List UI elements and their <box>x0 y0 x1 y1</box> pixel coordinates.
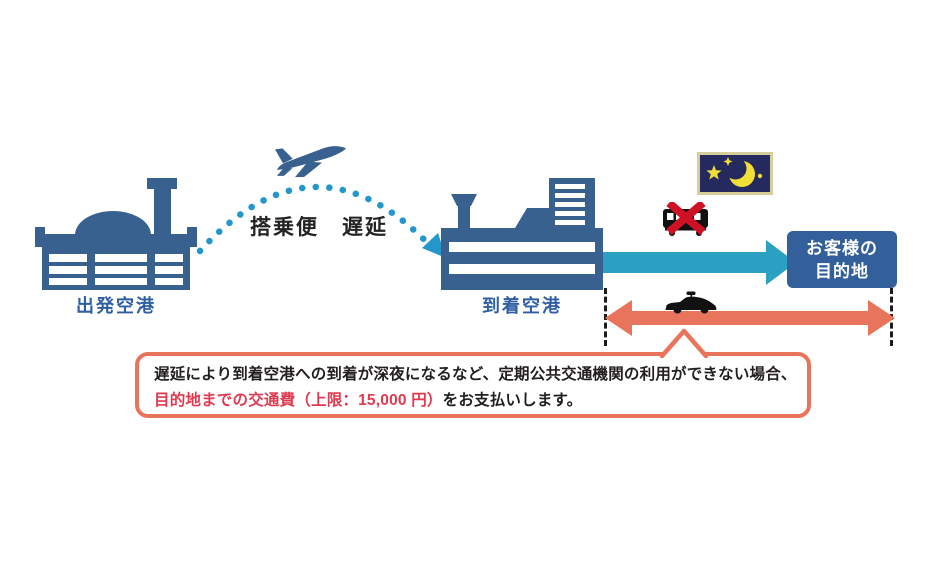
destination-line2: 目的地 <box>815 261 869 281</box>
small-star-icon <box>723 157 733 166</box>
taxi-icon <box>665 291 717 314</box>
teal-arrow-icon <box>598 240 796 285</box>
note-line2: 目的地までの交通費（上限：15,000 円）をお支払いします。 <box>154 388 795 414</box>
night-sky-icon <box>697 152 773 195</box>
big-star-icon <box>706 165 722 180</box>
airplane-icon <box>275 146 347 178</box>
tiny-star-icon <box>757 173 763 179</box>
no-train-icon <box>663 202 708 236</box>
dotted-arc <box>196 183 441 257</box>
destination-box: お客様の 目的地 <box>787 231 897 288</box>
moon-and-stars-icon <box>706 157 763 187</box>
departure-airport-label: 出発空港 <box>76 296 156 316</box>
arrival-airport-icon <box>441 178 603 290</box>
arc-arrowhead-icon <box>422 233 446 258</box>
red-double-arrow-icon <box>605 300 895 336</box>
note-line2-black: をお支払いします。 <box>442 392 583 409</box>
note-bubble-tail <box>659 328 709 360</box>
arrival-airport-label: 到着空港 <box>482 296 562 316</box>
red-x-icon <box>666 202 706 236</box>
dashed-line-left <box>604 288 607 346</box>
destination-line1: お客様の <box>806 238 878 258</box>
note-line2-red: 目的地までの交通費（上限：15,000 円） <box>154 392 443 409</box>
flight-delay-label: 搭乗便 遅延 <box>250 216 388 239</box>
departure-airport-icon <box>35 178 197 290</box>
note-line1: 遅延により到着空港への到着が深夜になるなど、定期公共交通機関の利用ができない場合… <box>154 366 797 383</box>
note-bubble: 遅延により到着空港への到着が深夜になるなど、定期公共交通機関の利用ができない場合… <box>135 352 811 418</box>
